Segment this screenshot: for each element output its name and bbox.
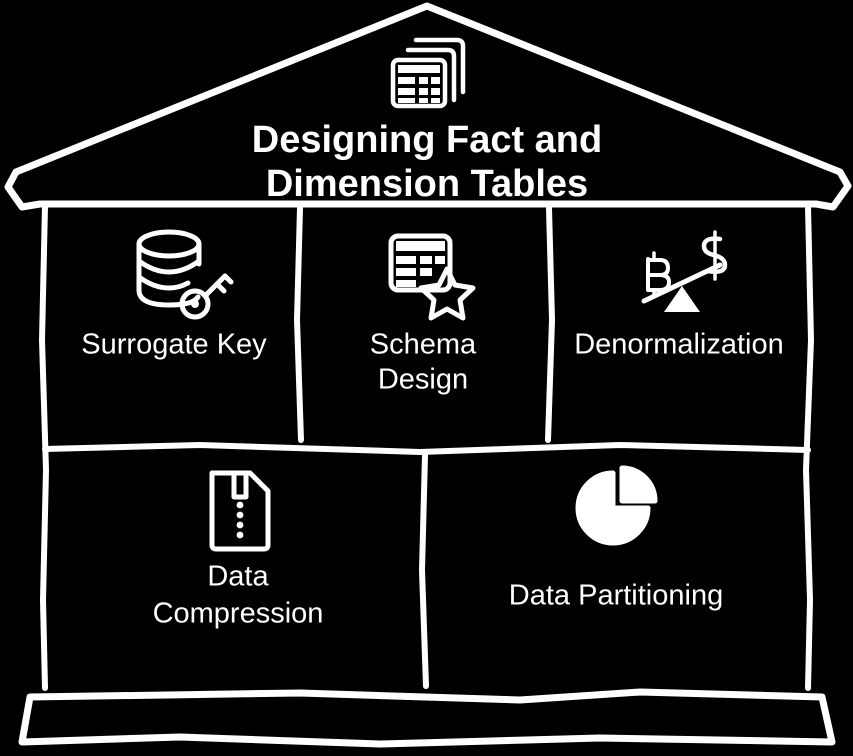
stacked-tables-cell xyxy=(431,77,440,84)
stacked-tables-cell xyxy=(398,98,415,103)
wall-right xyxy=(803,203,814,691)
schema-table-cell xyxy=(396,256,416,264)
cell-surrogate-key[interactable]: Surrogate Key xyxy=(81,229,267,361)
stacked-tables-cell xyxy=(398,88,415,95)
zipped-file-icon xyxy=(209,470,271,552)
cell-divider-r2c1-c2 xyxy=(419,452,429,689)
zipper-pull xyxy=(231,471,249,500)
pie-exploded-slice xyxy=(622,468,655,501)
schema-table-cell xyxy=(420,256,432,264)
cell-denormalization-label-line1: Denormalization xyxy=(574,329,784,361)
pie-main-outline xyxy=(575,470,651,546)
stacked-tables-cell xyxy=(419,88,428,95)
walls-group xyxy=(39,203,814,691)
key-shaft xyxy=(202,273,228,299)
key-tooth-2 xyxy=(222,273,234,285)
roof-outline xyxy=(4,2,852,211)
stacked-tables-cell xyxy=(419,98,428,103)
database-key-icon xyxy=(136,229,234,320)
diagram-title-line2: Dimension Tables xyxy=(266,163,588,205)
schema-table-cell xyxy=(396,280,416,287)
foundation-group xyxy=(18,688,836,748)
key-ring xyxy=(179,288,211,320)
cell-divider-r1c2-c3 xyxy=(545,205,555,443)
bitcoin-symbol xyxy=(646,251,671,299)
zipper-tooth xyxy=(236,521,244,529)
stacked-tables-cell xyxy=(431,98,440,103)
pie-chart-icon xyxy=(575,465,658,546)
bitcoin-b-glyph xyxy=(646,257,671,292)
stacked-tables-cell xyxy=(431,88,440,95)
stacked-tables-back-sheet xyxy=(413,37,466,95)
pie-exploded-slice-outline xyxy=(619,465,658,504)
stacked-tables-header-band xyxy=(398,65,440,73)
roof-group xyxy=(4,2,852,211)
diagram-title-line1: Designing Fact and xyxy=(252,119,602,161)
cell-divider-r1c1-c2 xyxy=(294,205,304,443)
row-divider xyxy=(42,442,811,455)
cell-schema-design[interactable]: Schema Design xyxy=(370,233,477,396)
cell-data-partitioning-label-line1: Data Partitioning xyxy=(509,580,723,612)
database-ring-1 xyxy=(136,258,202,275)
cell-data-compression-label-line1: Data xyxy=(207,561,269,593)
key-tooth-1 xyxy=(214,281,227,294)
zipper-tooth xyxy=(236,531,244,539)
cell-denormalization[interactable]: Denormalization xyxy=(574,230,784,361)
schema-table-cell xyxy=(435,256,445,264)
cell-schema-design-label-line2: Design xyxy=(378,364,468,396)
zipper-tooth xyxy=(236,511,244,519)
stacked-tables-cell xyxy=(419,77,428,84)
stacked-tables-front-sheet xyxy=(390,57,448,109)
dollar-symbol xyxy=(701,230,728,281)
cell-data-partitioning[interactable]: Data Partitioning xyxy=(509,465,723,612)
key-ring-hole xyxy=(191,300,199,308)
schema-table-cell xyxy=(420,268,432,276)
stacked-tables-middle-sheet xyxy=(405,47,457,103)
cell-data-compression[interactable]: Data Compression xyxy=(153,470,324,630)
wall-left xyxy=(39,203,49,691)
schema-star xyxy=(418,266,476,321)
database-cylinder-top xyxy=(136,229,202,259)
stacked-tables-cell xyxy=(398,77,415,84)
cell-surrogate-key-label-line1: Surrogate Key xyxy=(81,329,267,361)
cell-schema-design-label-line1: Schema xyxy=(370,329,477,361)
database-ring-2 xyxy=(136,274,191,291)
schema-table-cell xyxy=(396,268,416,276)
cell-data-compression-label-line2: Compression xyxy=(153,598,324,630)
foundation-outline xyxy=(18,688,836,748)
schema-table-header xyxy=(396,241,445,251)
scale-fulcrum xyxy=(664,286,700,312)
balance-scale-icon xyxy=(641,230,728,312)
table-star-icon xyxy=(388,233,476,321)
stacked-tables-icon xyxy=(390,37,466,109)
zip-file-outline xyxy=(209,470,271,552)
zipper-tooth xyxy=(236,501,244,509)
